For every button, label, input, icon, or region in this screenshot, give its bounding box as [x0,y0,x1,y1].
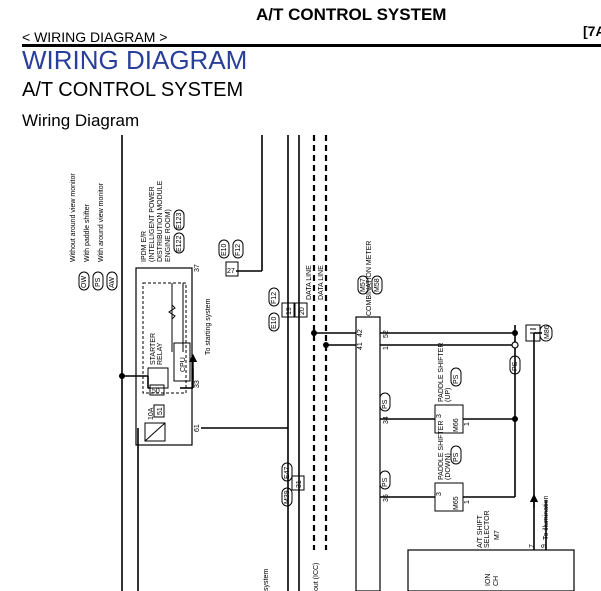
box-27: 27 [227,268,235,275]
ps-badge-meter-down: PS [382,477,389,487]
header-rule [22,44,601,47]
m86-label: M86 [544,325,551,339]
fuse-num-label: 51 [157,407,164,415]
badge-aw: AW [109,277,116,288]
pin-37: 37 [194,264,201,272]
fuse-amp-label: 10A [148,407,155,420]
meter-pin-1: 1 [383,346,390,350]
selector-partial-2: CH [493,576,500,586]
selector-pin7: 7 [529,544,536,548]
paddle-down-switch [434,482,464,512]
legend-with-avm: With around view monitor [98,182,105,262]
meter-name: COMBINATION METER [366,241,373,316]
paddle-up-conn: M66 [453,418,460,432]
meter-pin-52: 52 [383,330,390,338]
ps-badge-paddle-down: PS [453,452,460,462]
box-19: 19 [286,307,293,315]
selector-name-2: SELECTOR [484,510,491,548]
relay-coil [144,422,166,442]
data-line-2: DATA LINE [318,265,325,300]
paddle-up-pin1: 1 [464,422,471,426]
paddle-up-name-1: PADDLE SHIFTER [438,343,445,402]
paddle-up-name-2: (UP) [445,388,452,402]
box-20: 20 [299,307,306,315]
selector-name-1: A/T SHIFT [477,514,484,548]
relay-label-2: RELAY [157,342,164,365]
selector-conn: M7 [494,530,501,540]
cpu-label: CPU [180,357,187,372]
ipdm-inner [142,282,187,394]
meter-conn-m57: M57 [360,278,367,292]
meter-conn-m58: M58 [374,278,381,292]
to-starting-label: To starting system [205,298,212,355]
selector-partial: ION [485,574,492,586]
conn-e10-top: E10 [221,243,228,256]
paddle-down-conn: M65 [453,496,460,510]
to-illumination-label: To illumination [543,496,550,540]
paddle-down-pin1: 1 [464,500,471,504]
paddle-up-switch [434,404,464,434]
paddle-up-pin3: 3 [436,414,443,418]
data-line-1: DATA LINE [306,265,313,300]
badge-ow: OW [81,276,88,288]
page-subtitle: A/T CONTROL SYSTEM [22,79,244,101]
conn-e47: E47 [284,466,291,479]
bottom-frag-icc: out (ICC) [313,563,320,591]
badge-ps: PS [95,277,102,287]
conn-f12-top: F12 [235,244,242,256]
breadcrumb[interactable]: < WIRING DIAGRAM > [22,29,168,45]
ps-badge-paddle-up: PS [453,374,460,384]
meter-pin-35: 35 [383,494,390,502]
relay-box [147,367,169,389]
ipdm-module [135,267,193,446]
selector-pin9: 9 [541,544,548,548]
box-31: 31 [296,480,303,488]
combination-meter [355,316,381,591]
legend-without-avm: Without around view monitor [70,173,77,262]
meter-pin-34: 34 [383,416,390,424]
section-title: Wiring Diagram [22,111,140,130]
conn-m39: M39 [284,490,291,504]
ipdm-name-2: (INTELLIGENT POWER [149,186,156,262]
page-ref: [7A [583,23,601,39]
pin-61: 61 [194,424,201,432]
page-title: WIRING DIAGRAM [22,45,248,75]
shift-selector [407,549,575,591]
ps-badge-right: PS [512,361,519,371]
paddle-down-pin3: 3 [436,492,443,496]
legend-with-paddle: With paddle shifter [84,203,91,262]
paddle-down-name-2: (DOWN) [445,453,452,480]
ipdm-name-1: IPDM E/R [141,231,148,262]
ipdm-name-3: DISTRIBUTION MODULE [157,180,164,262]
relay-label-1: STARTER [150,333,157,365]
meter-pin-41: 41 [357,342,364,350]
fuse-box-label: 50 [152,388,160,395]
ipdm-conn-e123: E123 [176,213,183,229]
conn-f12-side: F12 [271,292,278,304]
pin-33: 33 [194,380,201,388]
bottom-frag-system: system [263,569,270,591]
ipdm-conn-e122: E122 [176,236,183,252]
conn-e10-side: E10 [271,316,278,329]
paddle-down-name-1: PADDLE SHIFTER [438,421,445,480]
ps-badge-meter-up: PS [382,399,389,409]
meter-pin-42: 42 [357,329,364,337]
system-title: A/T CONTROL SYSTEM [256,5,447,24]
ipdm-name-4: ENGINE ROOM) [165,209,172,262]
